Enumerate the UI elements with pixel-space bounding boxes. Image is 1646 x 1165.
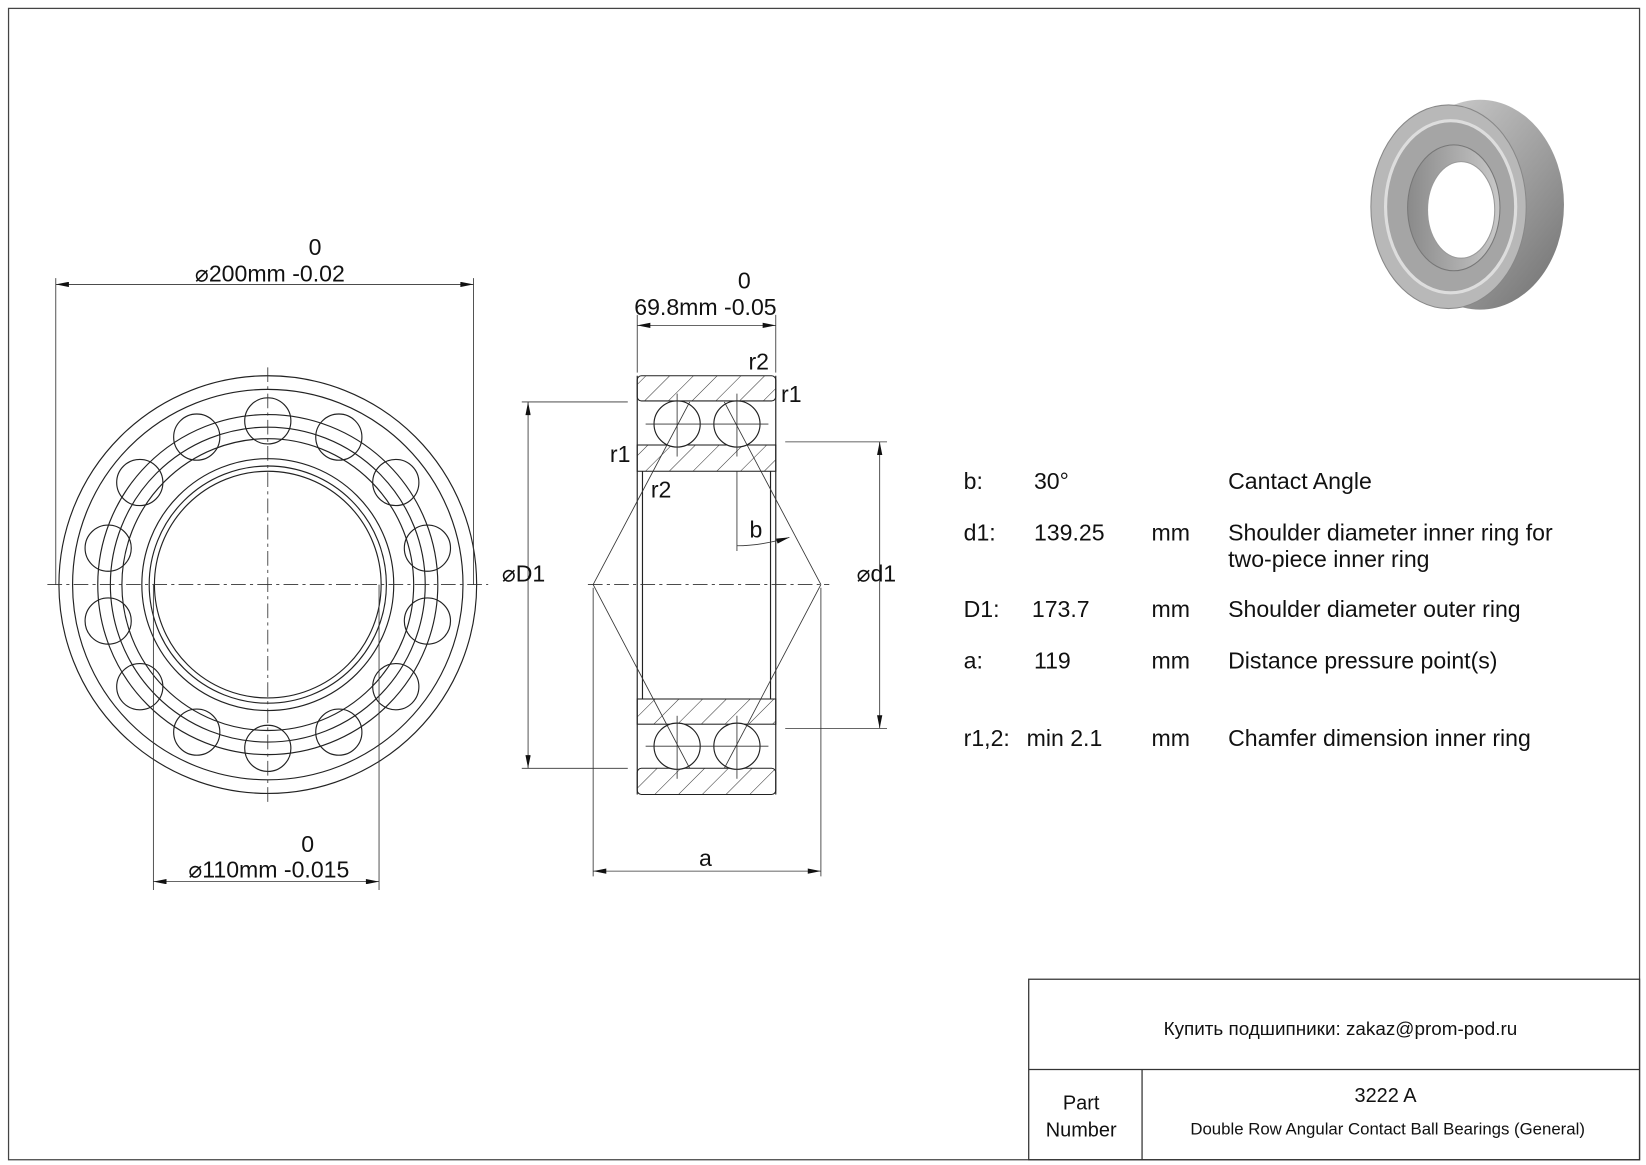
ball xyxy=(84,597,132,645)
svg-text:Shoulder diameter inner ring f: Shoulder diameter inner ring for xyxy=(1228,520,1553,546)
r1-left: r1 xyxy=(610,441,631,467)
svg-text:two-piece inner ring: two-piece inner ring xyxy=(1228,546,1429,572)
r2-top: r2 xyxy=(748,348,769,374)
svg-text:a:: a: xyxy=(964,648,983,674)
svg-text:b:: b: xyxy=(964,468,983,494)
ball xyxy=(372,458,420,507)
svg-text:mm: mm xyxy=(1152,725,1190,751)
bearing-3d-render xyxy=(1370,99,1564,310)
svg-text:139.25: 139.25 xyxy=(1034,520,1105,546)
svg-text:119: 119 xyxy=(1034,648,1071,674)
svg-text:mm: mm xyxy=(1152,648,1190,674)
svg-text:mm: mm xyxy=(1152,520,1190,546)
drawing-frame xyxy=(7,7,1641,1161)
b-label: b xyxy=(750,516,763,542)
svg-text:Cantact Angle: Cantact Angle xyxy=(1228,468,1372,494)
section-view: 0 69.8mm -0.05 r2 r1 r1 r2 b ⌀D1 ⌀d1 a xyxy=(502,268,896,877)
part-description: Double Row Angular Contact Ball Bearings… xyxy=(1190,1120,1585,1139)
outer-dia-label: ⌀200mm -0.02 xyxy=(195,260,345,286)
svg-text:Chamfer dimension inner ring: Chamfer dimension inner ring xyxy=(1228,725,1531,751)
d1-label: ⌀d1 xyxy=(857,560,897,586)
number-label: Number xyxy=(1046,1120,1117,1142)
contact-text: Купить подшипники: zakaz@prom-pod.ru xyxy=(1164,1019,1518,1040)
front-view: 0 ⌀200mm -0.02 0 ⌀110mm -0.015 xyxy=(47,234,489,891)
title-block: Купить подшипники: zakaz@prom-pod.ru Par… xyxy=(1028,978,1641,1161)
ball xyxy=(116,458,164,507)
ball xyxy=(116,663,164,711)
width-tol: 0 xyxy=(738,268,751,294)
r1-right: r1 xyxy=(781,381,802,407)
svg-text:30°: 30° xyxy=(1034,468,1069,494)
svg-text:r1,2:: r1,2: xyxy=(964,725,1010,751)
svg-text:mm: mm xyxy=(1152,596,1190,622)
r2-bottom: r2 xyxy=(651,476,672,502)
outer-dia-tol: 0 xyxy=(309,234,322,260)
width-label: 69.8mm -0.05 xyxy=(634,294,776,320)
svg-text:Shoulder diameter outer ring: Shoulder diameter outer ring xyxy=(1228,596,1521,622)
ball xyxy=(403,524,452,572)
svg-text:Distance pressure point(s): Distance pressure point(s) xyxy=(1228,648,1497,674)
ball xyxy=(403,597,452,645)
D1-label: ⌀D1 xyxy=(502,560,545,586)
ball xyxy=(173,413,221,461)
ball xyxy=(315,413,363,461)
bore-label: ⌀110mm -0.015 xyxy=(188,856,349,882)
ball xyxy=(315,708,363,756)
a-label: a xyxy=(699,845,712,871)
part-number: 3222 A xyxy=(1355,1085,1418,1107)
ball xyxy=(173,708,221,756)
ball xyxy=(84,524,132,572)
svg-text:173.7: 173.7 xyxy=(1032,596,1090,622)
part-label: Part xyxy=(1063,1092,1100,1114)
svg-text:min 2.1: min 2.1 xyxy=(1027,725,1103,751)
svg-text:d1:: d1: xyxy=(964,520,996,546)
svg-text:D1:: D1: xyxy=(964,596,1000,622)
bore-tol: 0 xyxy=(301,831,314,857)
ball xyxy=(372,663,420,711)
